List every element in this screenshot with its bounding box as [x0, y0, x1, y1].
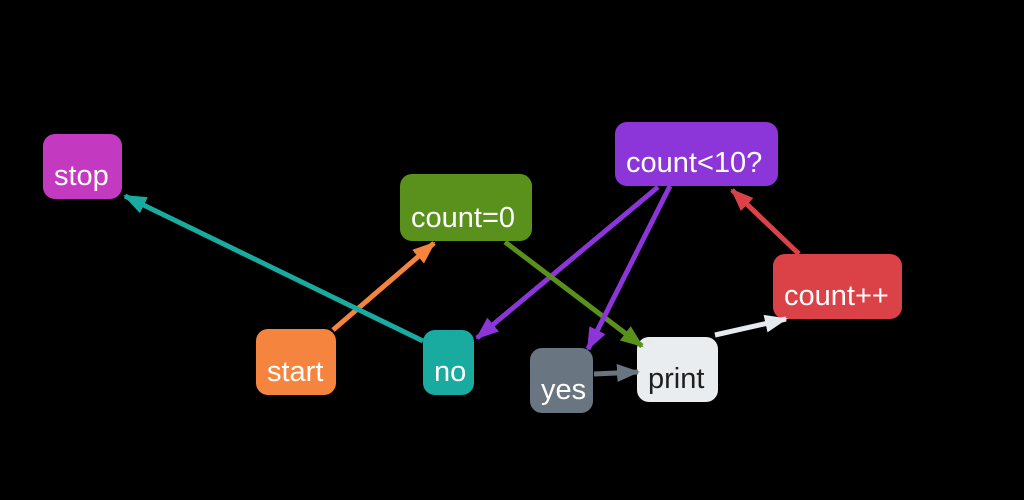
node-increment[interactable]: count++	[773, 254, 902, 319]
node-start[interactable]: start	[256, 329, 336, 395]
node-condition[interactable]: count<10?	[615, 122, 778, 186]
edge-increment-to-condition	[730, 188, 801, 256]
node-label-stop: stop	[54, 160, 109, 192]
edge-yes-to-print	[593, 363, 640, 382]
edge-count-init-to-print	[503, 240, 644, 348]
node-label-count-init: count=0	[411, 202, 516, 234]
node-label-print: print	[648, 363, 705, 395]
edge-condition-to-yes	[585, 184, 673, 351]
node-stop[interactable]: stop	[43, 134, 122, 199]
node-yes[interactable]: yes	[530, 348, 593, 413]
node-label-no: no	[434, 356, 467, 388]
edge-print-to-increment	[714, 314, 788, 338]
edge-start-to-count-init	[331, 241, 436, 332]
node-label-start: start	[267, 356, 324, 388]
node-label-yes: yes	[541, 374, 587, 406]
node-label-condition: count<10?	[626, 147, 763, 179]
node-no[interactable]: no	[423, 330, 474, 395]
edge-no-to-stop	[123, 193, 425, 344]
node-label-increment: count++	[784, 280, 889, 312]
node-print[interactable]: print	[637, 337, 718, 402]
node-count-init[interactable]: count=0	[400, 174, 532, 241]
